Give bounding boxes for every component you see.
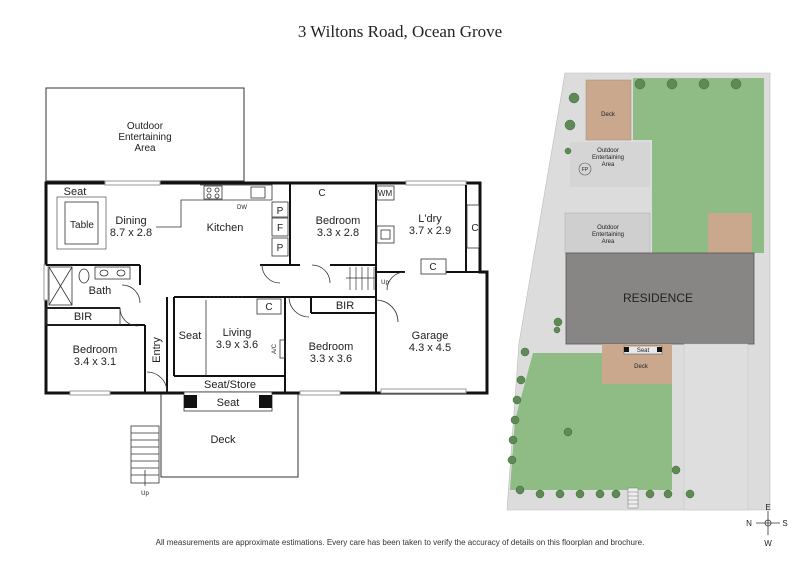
living-size: 3.9 x 3.6 [216,339,258,351]
entry-label: Entry [151,337,163,363]
lawn-front [510,353,672,490]
bedroom3-label: Bedroom [309,341,354,353]
table-label: Table [70,220,94,231]
bir-left-label: BIR [74,311,92,323]
laundry-fixtures [376,185,480,275]
laundry-size: 3.7 x 2.9 [409,225,451,237]
bedroom3-size: 3.3 x 3.6 [310,353,352,365]
dining-table [64,201,99,245]
bedroom1-label: Bedroom [73,344,118,356]
garage-label: Garage [412,330,449,342]
site-outdoor-top-2: Entertaining [592,155,624,161]
bedroom2-label: Bedroom [316,215,361,227]
compass-s: S [782,519,787,528]
bedroom2-size: 3.3 x 2.8 [317,227,359,239]
site-deck-mid-label: Deck [634,364,649,370]
bir-left-box [45,307,121,326]
ac-label: A/C [272,343,278,354]
pantry [271,201,289,257]
outdoor-area-top [570,142,650,187]
site-deck-top-label: Deck [601,112,616,118]
seat-top-label: Seat [64,186,87,198]
shrubs [507,78,742,499]
lawn-rear [633,78,764,253]
compass-e: E [765,503,770,512]
pantry-f-label: F [277,223,283,234]
stair-up-label: Up [381,280,389,286]
living-cupboard-label: C [265,302,272,313]
laundry-label: L'dry [418,213,442,225]
siteplan-labels: Deck Outdoor Entertaining Area FP Outdoo… [582,112,693,370]
site-outdoor-mid-1: Outdoor [597,225,619,231]
residence-label: RESIDENCE [623,291,693,305]
laundry-cupboard2-label: C [429,262,436,273]
seat-store-label: Seat/Store [204,379,256,391]
page-title: 3 Wiltons Road, Ocean Grove [297,22,503,41]
floorplan-labels: Outdoor Entertaining Area Seat Table Din… [64,121,479,497]
deck-outline [160,393,299,478]
bath-fixtures [48,266,131,306]
disclaimer: All measurements are approximate estimat… [155,538,645,547]
seat-living-label: Seat [179,330,202,342]
living-fixtures [205,296,286,376]
site-seat-label: Seat [637,348,650,354]
fp-label: FP [582,167,589,173]
site-outdoor-mid-3: Area [602,239,615,245]
bir-mid-label: BIR [336,300,354,312]
site-outdoor-top-3: Area [602,162,615,168]
outdoor-area-label-3: Area [134,143,156,154]
garage-size: 4.3 x 4.5 [409,342,451,354]
pantry-p2-label: P [277,243,284,254]
seat-deck-label: Seat [217,397,240,409]
front-path-stairs [627,487,639,509]
outdoor-area-label-2: Entertaining [118,132,171,143]
deck-top [585,79,632,141]
bed2-cupboard-label: C [318,188,325,199]
driveway [683,343,749,511]
outdoor-area-label-1: Outdoor [127,121,164,132]
deck-seat [183,391,273,412]
siteplan: Deck Outdoor Entertaining Area FP Outdoo… [506,72,788,548]
deck-up-label: Up [141,491,149,497]
deck-label: Deck [210,434,236,446]
compass-n: N [746,519,752,528]
pantry-p1-label: P [277,206,284,217]
deck-right [708,213,752,253]
residence-block [565,252,755,345]
dining-size: 8.7 x 2.8 [110,227,152,239]
bath-label: Bath [89,285,112,297]
bedroom1-size: 3.4 x 3.1 [74,356,116,368]
site-outdoor-top-1: Outdoor [597,148,619,154]
internal-stairs [346,267,376,290]
floorplan: Outdoor Entertaining Area Seat Table Din… [43,87,489,497]
compass-w: W [764,539,772,548]
deck-stairs [130,425,160,486]
kitchen-bench [156,184,273,228]
site-outdoor-mid-2: Entertaining [592,232,624,238]
compass: N E S W [746,503,788,548]
wm-label: WM [378,189,393,198]
dw-label: DW [237,205,247,211]
living-label: Living [223,327,252,339]
kitchen-label: Kitchen [207,222,244,234]
laundry-cupboard-label: C [471,223,478,234]
dining-label: Dining [115,215,146,227]
